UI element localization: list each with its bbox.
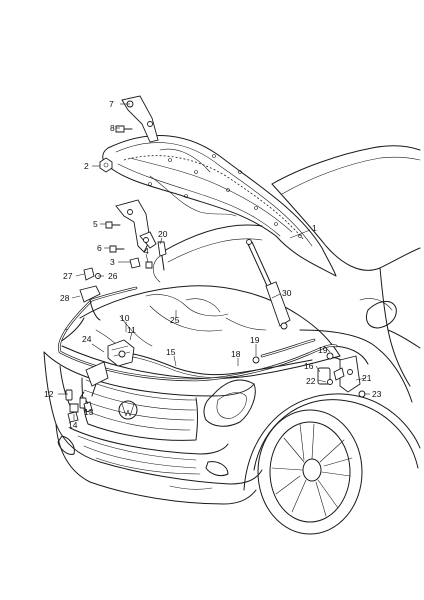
callout-labels: 1 2 3 4 5 6 7 8 10 11 12 13 14 15 16 18 … [44,99,382,430]
callout-21: 21 [362,373,372,383]
callout-26: 26 [108,271,118,281]
callout-11: 11 [127,325,136,335]
callout-28: 28 [60,293,70,303]
callout-3: 3 [110,257,115,267]
callout-16: 16 [304,361,314,371]
hood-latch-striker [317,355,361,393]
hood-lock-assembly [65,339,135,423]
gas-strut [246,239,291,330]
callout-10: 10 [120,313,130,323]
callout-15: 15 [166,347,176,357]
callout-19-right: 19 [318,345,328,355]
fasteners [69,125,366,413]
hood-seal-strip [57,286,338,382]
leader-lines [58,103,370,420]
callout-5: 5 [93,219,98,229]
callout-13: 13 [84,407,94,417]
callout-6: 6 [97,243,102,253]
callout-4: 4 [144,246,149,256]
callout-7: 7 [109,99,114,109]
callout-22: 22 [306,376,316,386]
hood-hinge-rear [121,95,159,143]
callout-23: 23 [372,389,382,399]
callout-27: 27 [63,271,73,281]
callout-12: 12 [44,389,54,399]
callout-19-center: 19 [250,335,260,345]
callout-2: 2 [84,161,89,171]
callout-18: 18 [231,349,241,359]
vehicle-body [43,145,421,535]
callout-14: 14 [68,420,78,430]
hood-hinge-side [115,199,157,253]
callout-1: 1 [312,223,317,233]
hood-panel [102,135,337,277]
callout-30: 30 [282,288,292,298]
callout-20: 20 [158,229,168,239]
callout-8: 8 [110,123,115,133]
callout-25: 25 [170,315,180,325]
callout-24: 24 [82,334,92,344]
